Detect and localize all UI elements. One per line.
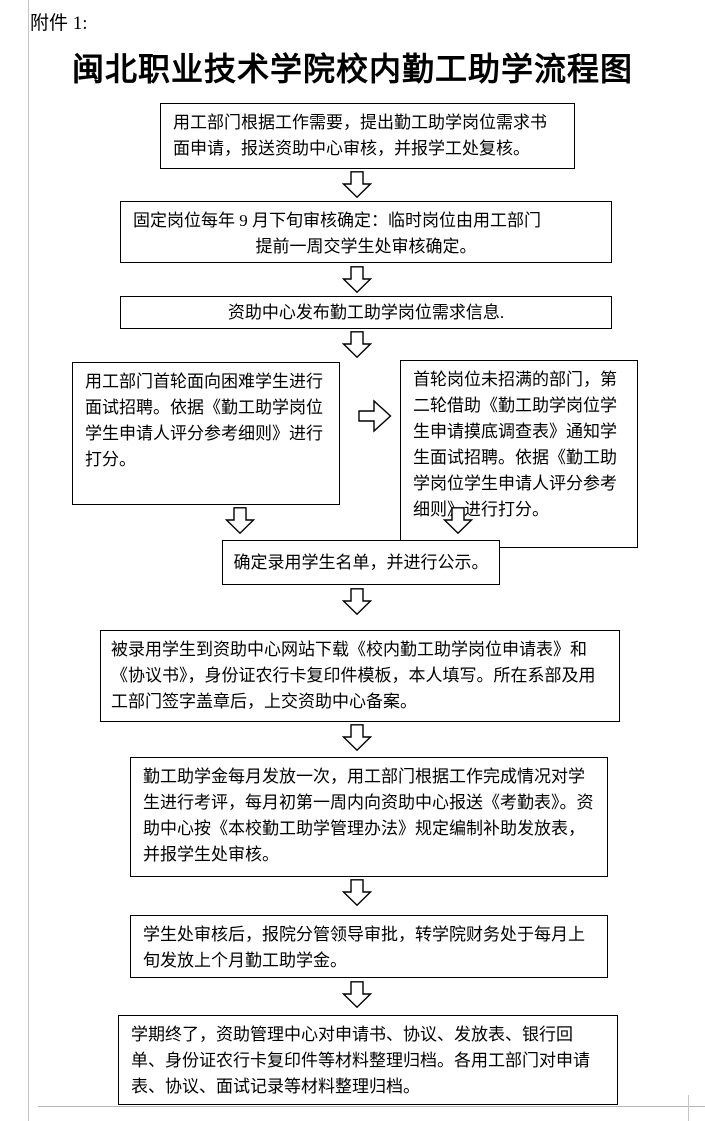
flow-step-4-left: 用工部门首轮面向困难学生进行面试招聘。依据《勤工助学岗位学生申请人评分参考细则》… xyxy=(72,362,340,505)
down-arrow-1 xyxy=(342,171,372,198)
flow-step-2: 固定岗位每年 9 月下旬审核确定：临时岗位由用工部门 提前一周交学生处审核确定。 xyxy=(120,201,612,263)
page-title: 闽北职业技术学院校内勤工助学流程图 xyxy=(71,51,633,87)
down-arrow-7 xyxy=(342,879,372,906)
down-arrow-5 xyxy=(342,588,372,615)
attachment-label: 附件 1: xyxy=(30,13,88,34)
down-arrow-2 xyxy=(342,266,372,293)
down-arrow-8 xyxy=(342,981,372,1008)
flow-step-2-line1: 固定岗位每年 9 月下旬审核确定：临时岗位由用工部门 xyxy=(133,211,541,230)
page-edge-bottom xyxy=(38,1106,705,1107)
flow-step-4-right: 首轮岗位未招满的部门，第二轮借助《勤工助学岗位学生申请摸底调查表》通知学生面试招… xyxy=(400,360,638,548)
right-arrow xyxy=(358,398,392,434)
flow-step-6: 被录用学生到资助中心网站下载《校内勤工助学岗位申请表》和《协议书》，身份证农行卡… xyxy=(100,630,620,722)
flow-step-7: 勤工助学金每月发放一次，用工部门根据工作完成情况对学生进行考评，每月初第一周内向… xyxy=(130,757,608,877)
flow-step-2-line2: 提前一周交学生处审核确定。 xyxy=(255,237,477,256)
down-arrow-6 xyxy=(342,724,372,751)
page-edge-left xyxy=(28,0,29,1121)
down-arrow-3 xyxy=(342,331,372,358)
flow-step-8: 学生处审核后，报院分管领导审批，转学院财务处于每月上旬发放上个月勤工助学金。 xyxy=(130,915,608,978)
flow-step-9: 学期终了，资助管理中心对申请书、协议、发放表、银行回单、身份证农行卡复印件等材料… xyxy=(118,1015,618,1105)
flow-step-5: 确定录用学生名单，并进行公示。 xyxy=(222,540,500,585)
flow-step-3: 资助中心发布勤工助学岗位需求信息. xyxy=(120,296,612,329)
down-arrow-4-right xyxy=(443,507,473,534)
flow-step-1: 用工部门根据工作需要，提出勤工助学岗位需求书面申请，报送资助中心审核，并报学工处… xyxy=(160,103,575,169)
down-arrow-4-left xyxy=(225,507,255,534)
page-edge-right-corner xyxy=(688,1095,689,1121)
